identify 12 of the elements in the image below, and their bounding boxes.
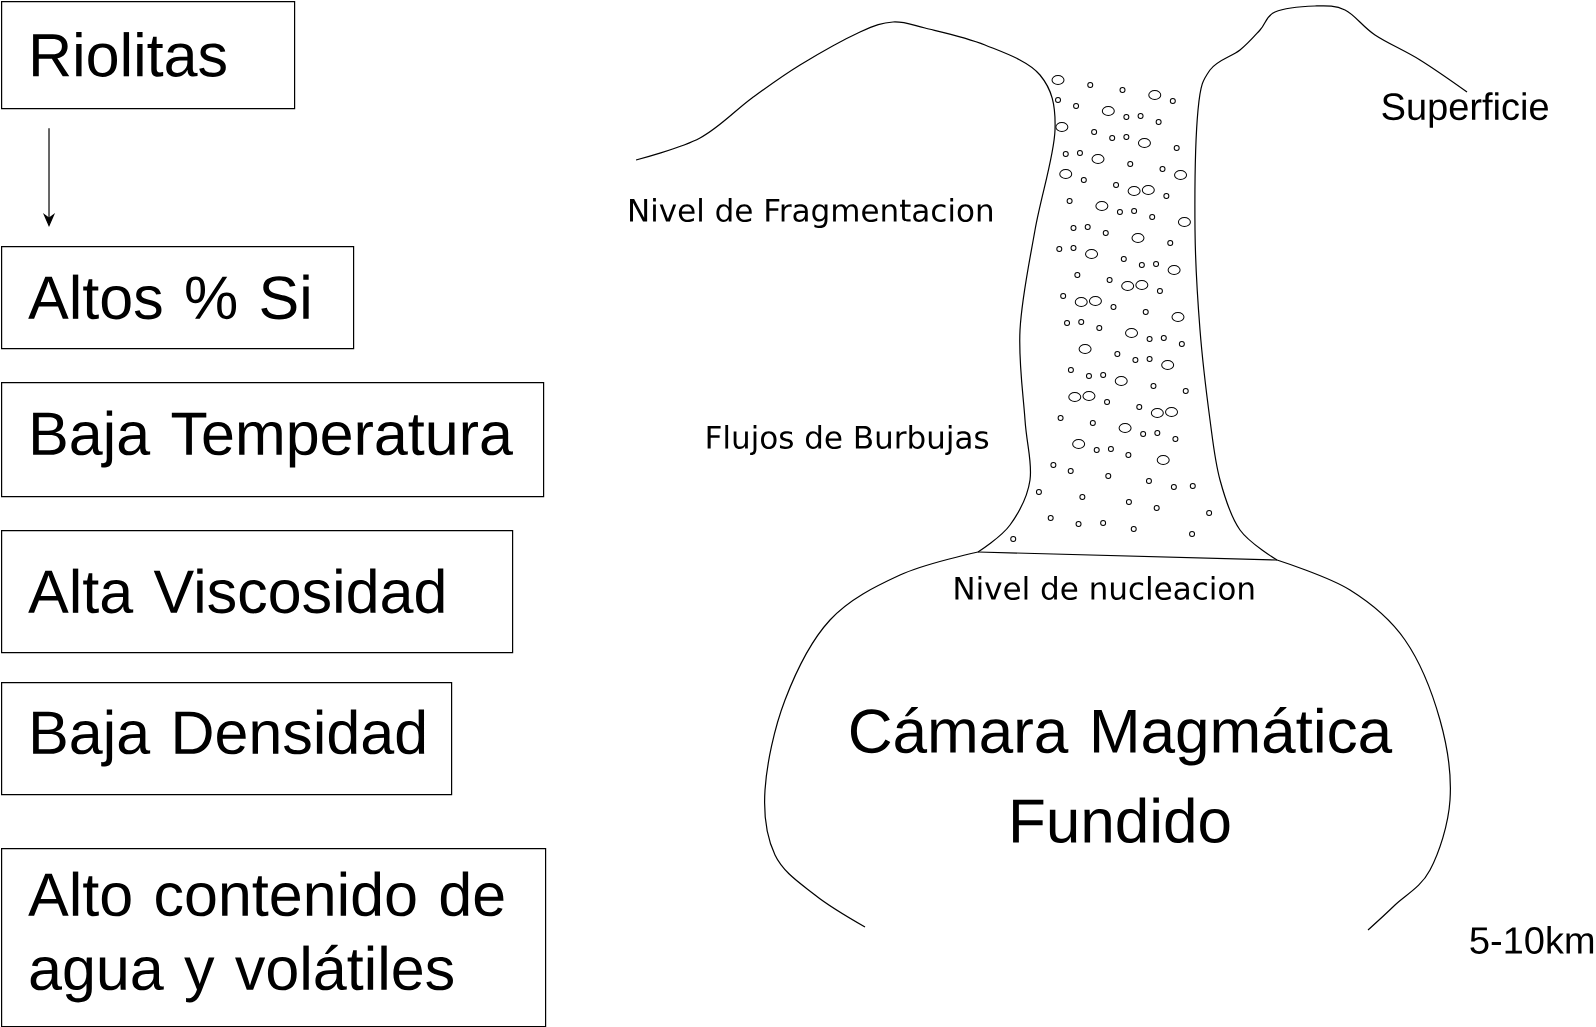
level-label: Superficie <box>1382 92 1548 128</box>
text-box: Baja Temperatura <box>1 382 545 498</box>
chamber-label: Cámara Magmática Fundido <box>850 706 1393 843</box>
scale-label: 5-10km <box>1470 926 1594 954</box>
text-box: Alto contenido de agua y volátiles <box>1 848 547 1027</box>
text-box: Baja Densidad <box>1 682 453 796</box>
text-box: Riolitas <box>1 1 296 110</box>
level-label: Nivel de nucleacion <box>955 576 1254 600</box>
text-box: Altos % Si <box>1 246 355 350</box>
text-box: Alta Viscosidad <box>1 530 514 654</box>
level-label: Flujos de Burbujas <box>707 425 989 455</box>
level-label: Nivel de Fragmentacion <box>630 198 992 228</box>
